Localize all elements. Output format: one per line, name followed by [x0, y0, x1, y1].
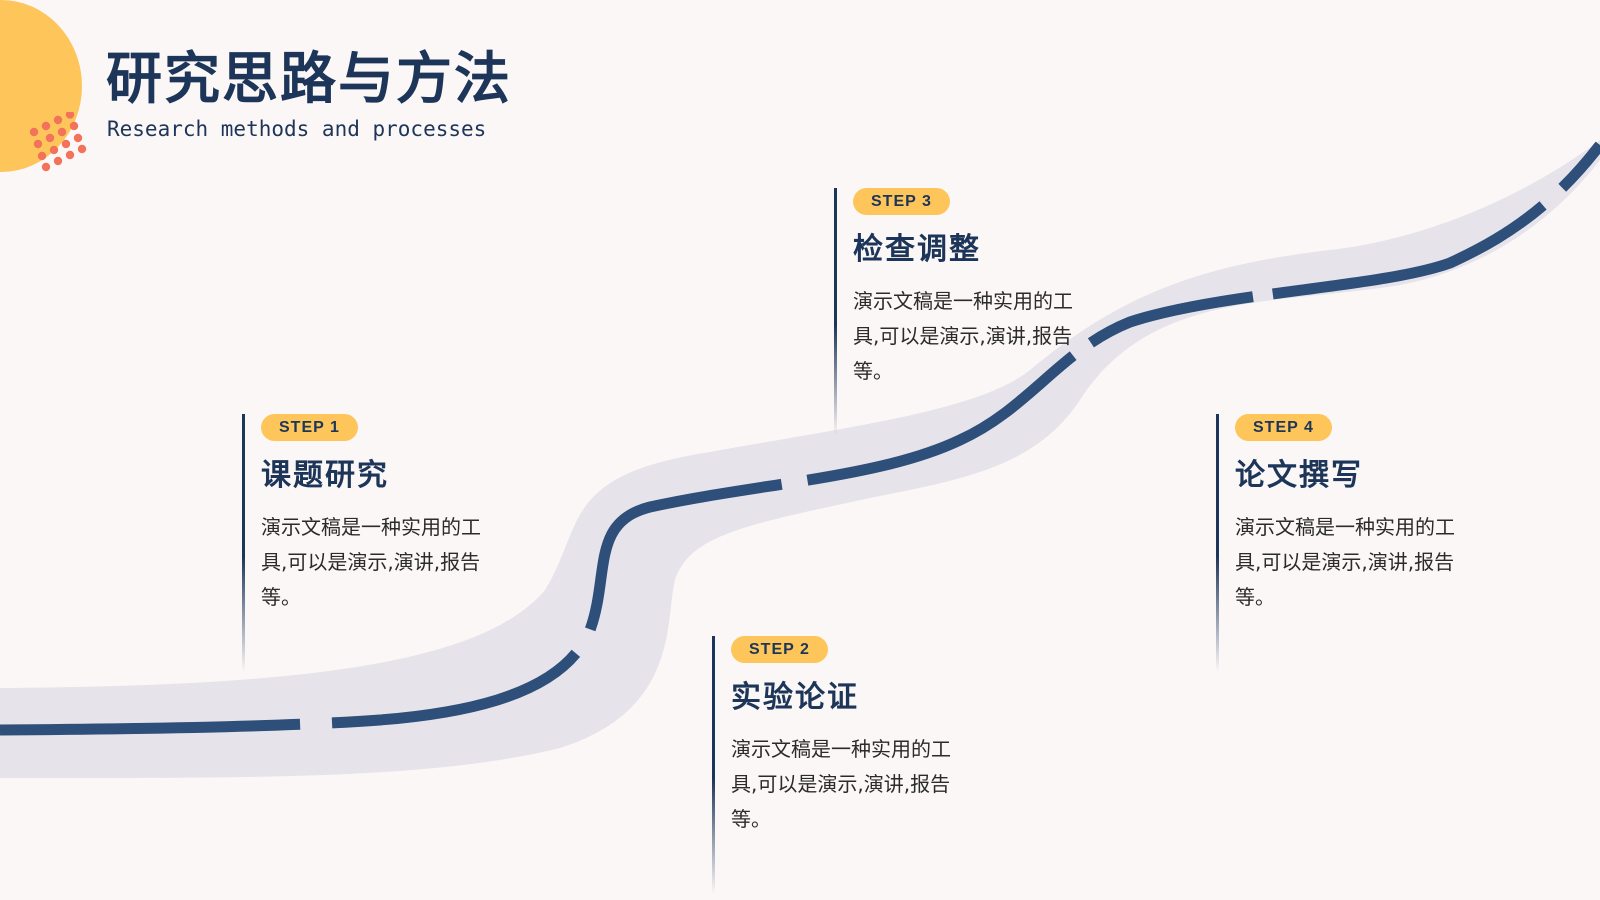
- step-title: 课题研究: [261, 458, 389, 493]
- step-divider-line: [834, 188, 837, 436]
- decorative-dot-grid: [29, 112, 87, 172]
- step-description: 演示文稿是一种实用的工具,可以是演示,演讲,报告等。: [261, 515, 481, 609]
- page-title: 研究思路与方法: [106, 47, 512, 112]
- step-divider-line: [1216, 414, 1219, 672]
- step-title: 检查调整: [853, 232, 981, 267]
- step-badge: STEP 3: [853, 188, 950, 215]
- step-badge: STEP 4: [1235, 414, 1332, 441]
- step-description: 演示文稿是一种实用的工具,可以是演示,演讲,报告等。: [1235, 515, 1455, 609]
- step-divider-line: [712, 636, 715, 894]
- step-title: 论文撰写: [1235, 458, 1363, 493]
- step-divider-line: [242, 414, 245, 672]
- step-title: 实验论证: [731, 680, 859, 715]
- step-badge: STEP 2: [731, 636, 828, 663]
- step-badge: STEP 1: [261, 414, 358, 441]
- step-description: 演示文稿是一种实用的工具,可以是演示,演讲,报告等。: [853, 289, 1073, 383]
- page-subtitle: Research methods and processes: [107, 117, 487, 141]
- step-description: 演示文稿是一种实用的工具,可以是演示,演讲,报告等。: [731, 737, 951, 831]
